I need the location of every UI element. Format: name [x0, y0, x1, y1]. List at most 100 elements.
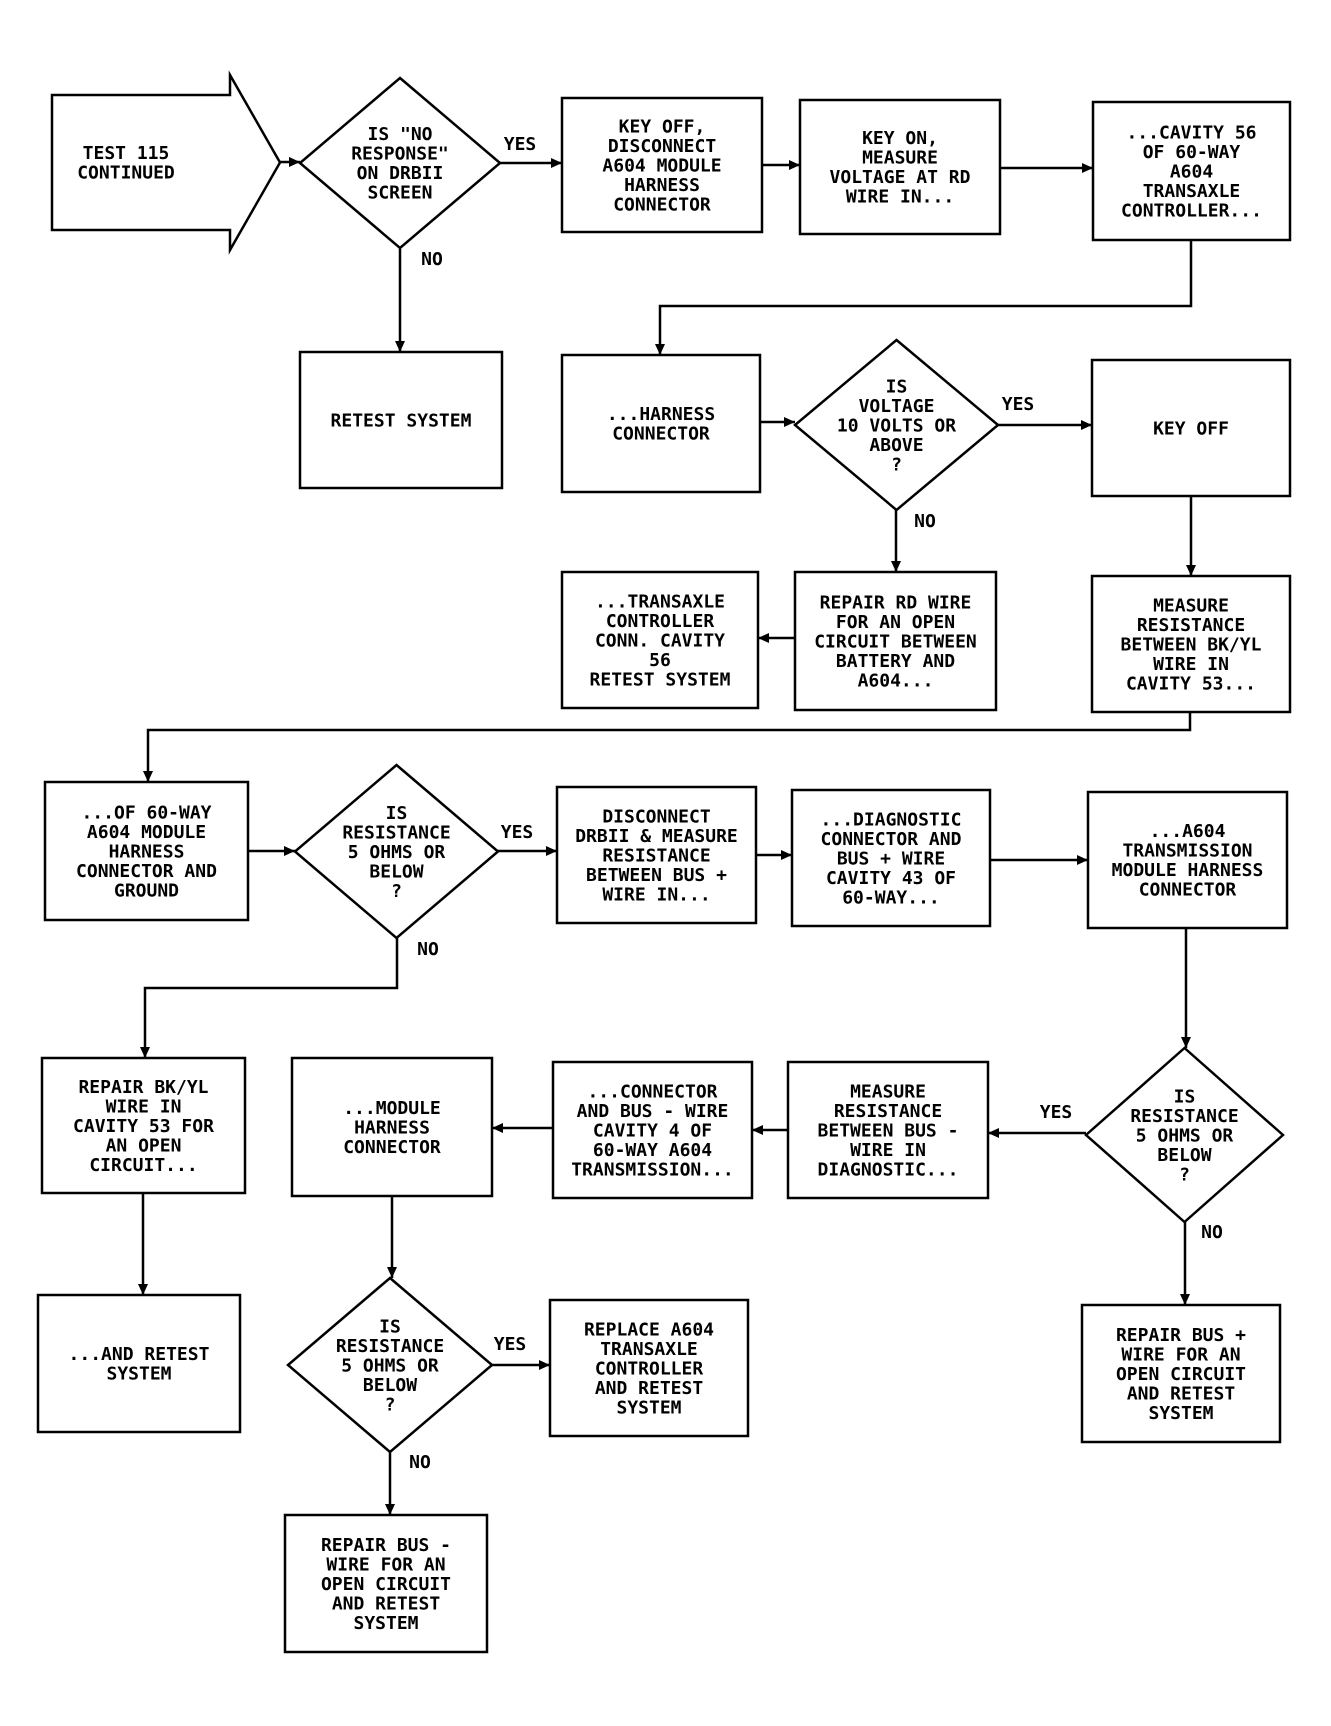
node-text-line: ...A604: [1150, 821, 1226, 842]
node-text-line: 5 OHMS OR: [341, 1355, 439, 1376]
node-text-line: ...TRANSAXLE: [595, 591, 725, 612]
edge-q2-to-b5: [998, 420, 1092, 430]
node-text-line: RESISTANCE: [602, 845, 710, 866]
process-box: [560, 570, 760, 710]
node-text-line: 5 OHMS OR: [1136, 1125, 1234, 1146]
node-text-line: BELOW: [1157, 1145, 1211, 1166]
node-text-line: SYSTEM: [616, 1397, 681, 1418]
arrowhead: [492, 1123, 503, 1133]
node-text-line: ...MODULE: [343, 1098, 441, 1119]
process-box: [560, 96, 764, 234]
node-text-line: A604 MODULE: [87, 822, 206, 843]
process-box: [798, 98, 1002, 236]
node-text-line: FOR AN OPEN: [836, 612, 955, 633]
node-text-line: AN OPEN: [106, 1135, 182, 1156]
process-box: [548, 1298, 750, 1438]
arrowhead: [1186, 565, 1196, 576]
node-text-line: REPLACE A604: [584, 1319, 714, 1340]
edge-start-to-q1: [280, 157, 300, 167]
yes-label: YES: [1002, 394, 1035, 415]
arrowhead: [289, 157, 300, 167]
node-text-line: CONTINUED: [77, 163, 175, 184]
arrowhead: [1077, 855, 1088, 865]
node-text-line: ?: [1179, 1164, 1190, 1185]
edge-q4-to-b19: [752, 1125, 788, 1135]
node-text-line: CONTROLLER: [606, 611, 715, 632]
node-text-line: RETEST SYSTEM: [331, 410, 472, 431]
node-text-line: CAVITY 43 OF: [826, 868, 956, 889]
node-text-line: SYSTEM: [106, 1364, 171, 1385]
node-text-line: VOLTAGE: [859, 396, 935, 417]
node-text-line: AND RETEST: [1127, 1383, 1236, 1404]
decision-diamond: [293, 763, 500, 940]
decision-diamond: [298, 76, 502, 250]
node-text-line: BETWEEN BUS -: [818, 1120, 959, 1141]
node-text-line: TRANSMISSION...: [571, 1159, 734, 1180]
node-text-line: AND RETEST: [332, 1593, 441, 1614]
node-text-line: MEASURE: [862, 148, 938, 169]
node-text-line: ...HARNESS: [607, 404, 715, 425]
arrowhead: [789, 160, 800, 170]
node-text-line: HARNESS: [354, 1117, 430, 1138]
node-text-line: VOLTAGE AT RD: [830, 167, 971, 188]
node-text-line: 5 OHMS OR: [348, 842, 446, 863]
node-text-line: CIRCUIT...: [89, 1155, 197, 1176]
node-text-line: AND RETEST: [595, 1378, 704, 1399]
node-text-line: KEY OFF: [1153, 418, 1229, 439]
node-text-line: REPAIR RD WIRE: [820, 592, 972, 613]
edge-b1-to-b2: [762, 160, 800, 170]
process-box: [786, 1060, 990, 1200]
node-text-line: 56: [649, 650, 671, 671]
node-text-line: REPAIR BUS -: [321, 1535, 451, 1556]
connector-line: [143, 938, 399, 1058]
arrowhead: [655, 344, 665, 355]
node-text-line: BATTERY AND: [836, 651, 955, 672]
node-text-line: OF 60-WAY: [1143, 142, 1241, 163]
start-arrow: [50, 70, 282, 255]
node-text-line: WIRE IN: [850, 1140, 926, 1161]
process-box: [790, 788, 992, 928]
process-box: [1090, 574, 1292, 714]
process-box: [1090, 358, 1292, 498]
process-box: [40, 1056, 247, 1195]
node-text-line: CONNECTOR: [343, 1137, 441, 1158]
node-text-line: RESISTANCE: [1130, 1106, 1238, 1127]
node-text-line: BETWEEN BK/YL: [1121, 634, 1262, 655]
arrowhead: [385, 1504, 395, 1515]
yes-label: YES: [1040, 1102, 1073, 1123]
node-text-line: ...CAVITY 56: [1126, 122, 1256, 143]
node-text-line: CIRCUIT BETWEEN: [814, 631, 977, 652]
process-box: [1086, 790, 1289, 930]
node-text-line: DRBII & MEASURE: [575, 826, 738, 847]
process-box: [43, 780, 250, 922]
node-text-line: WIRE IN...: [602, 884, 710, 905]
arrowhead: [140, 1047, 150, 1058]
node-text-line: MEASURE: [1153, 595, 1229, 616]
node-text-line: ABOVE: [869, 435, 923, 456]
node-text-line: CONNECTOR: [613, 194, 711, 215]
node-text-line: ...OF 60-WAY: [81, 802, 211, 823]
yes-label: YES: [494, 1334, 527, 1355]
node-text-line: IS: [886, 376, 908, 397]
node-text-line: RETEST SYSTEM: [590, 669, 731, 690]
arrowhead: [539, 1360, 550, 1370]
edge-b5-to-b8: [1186, 496, 1196, 576]
process-box: [298, 350, 504, 490]
arrowhead: [752, 1125, 763, 1135]
node-text-line: CONTROLLER...: [1121, 200, 1262, 221]
node-text-line: CONN. CAVITY: [595, 630, 725, 651]
